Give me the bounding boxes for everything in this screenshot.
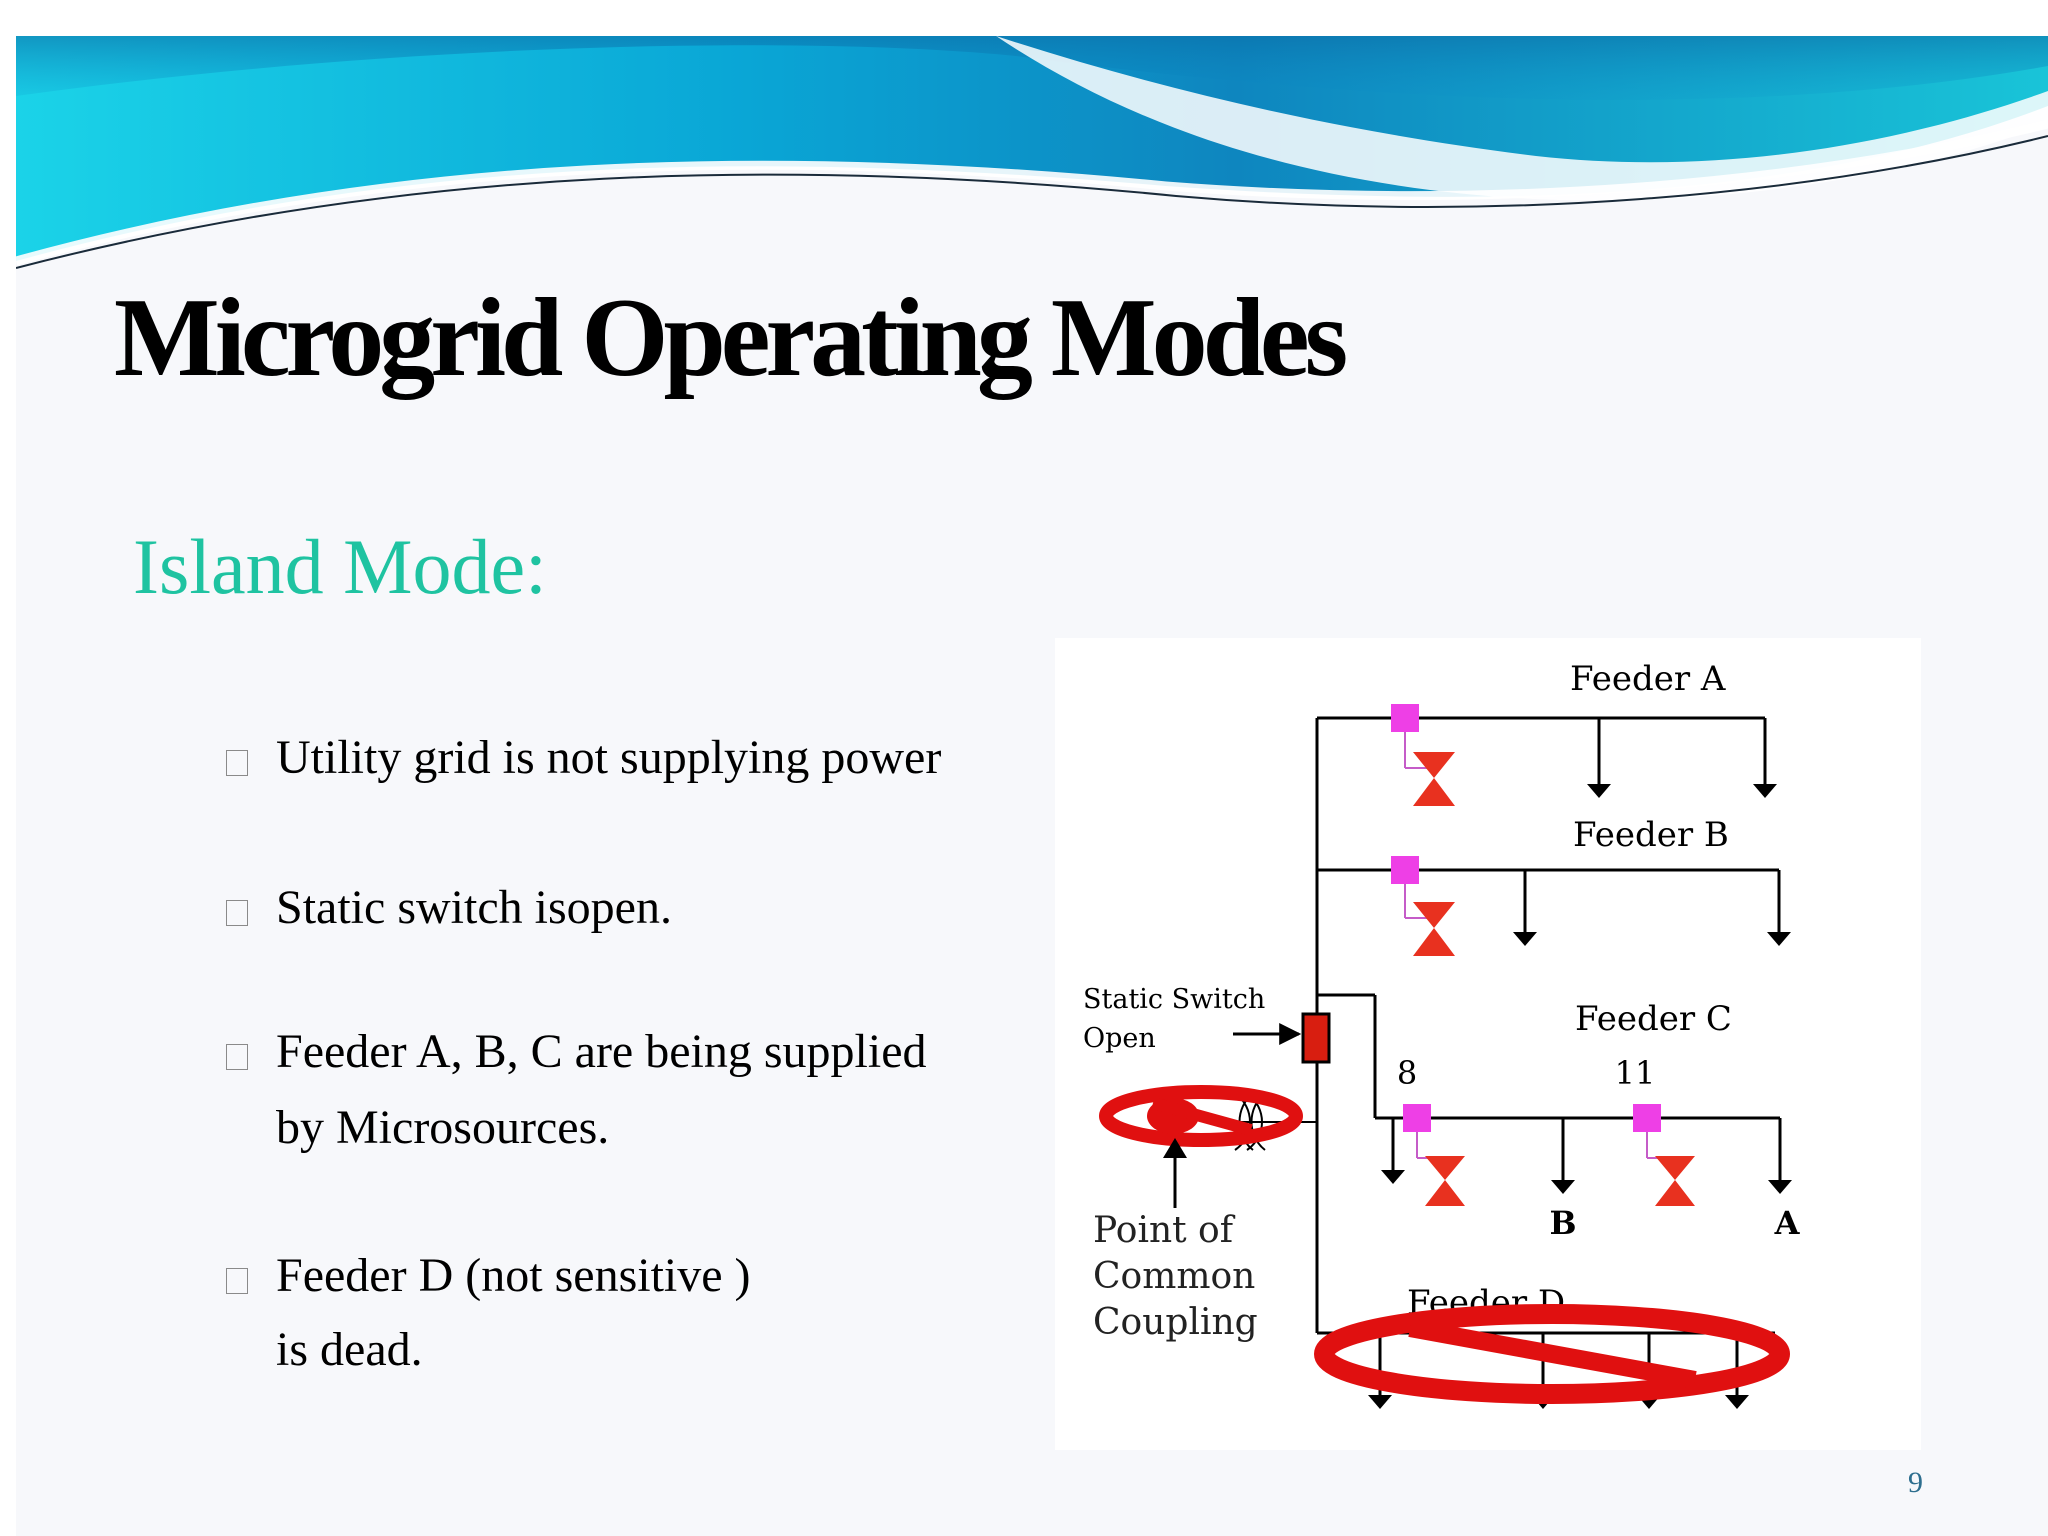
node-8-label: 8 [1397,1054,1417,1092]
static-switch-icon [1301,1012,1331,1064]
microgrid-diagram: Feeder A Feeder B Feeder C 8 11 B A [1083,659,1801,1409]
breaker-icon [1425,1156,1465,1206]
pcc-label: Point of [1093,1210,1236,1251]
bullet-text: Utility grid is not supplying power [276,731,942,784]
feeder-b [1317,856,1791,956]
load-a-label: A [1774,1204,1801,1242]
feeder-c [1373,995,1792,1206]
bullet-box-icon [226,1044,248,1070]
microsource-icon [1391,704,1419,732]
feeder-a [1317,704,1777,806]
node-11-label: 11 [1615,1054,1656,1092]
microsource-icon [1391,856,1419,884]
load-b-label: B [1549,1204,1576,1242]
breaker-icon [1413,752,1455,806]
prohibited-pcc-icon [1099,1085,1303,1147]
page-number: 9 [1908,1466,1923,1499]
breaker-icon [1413,902,1455,956]
pcc-label: Coupling [1093,1302,1258,1343]
pcc-label: Common [1093,1256,1255,1297]
bullet-text: by Microsources. [276,1101,610,1154]
prohibited-feeder-d-icon [1314,1304,1790,1404]
static-switch-label: Open [1083,1023,1156,1054]
feeder-b-label: Feeder B [1573,815,1729,855]
slide-subtitle: Island Mode: [133,523,547,610]
breaker-icon [1655,1156,1695,1206]
microsource-icon [1633,1104,1661,1132]
bullet-box-icon [226,750,248,776]
bullet-box-icon [226,900,248,926]
slide-title: Microgrid Operating Modes [114,276,1348,400]
feeder-c-label: Feeder C [1575,999,1732,1039]
header-wave-banner [16,36,2048,269]
microsource-icon [1403,1104,1431,1132]
bullet-text: Feeder D (not sensitive ) [276,1249,751,1302]
bullet-text: Feeder A, B, C are being supplied [276,1025,927,1078]
bullet-box-icon [226,1268,248,1294]
static-switch-label: Static Switch [1083,984,1265,1015]
feeder-a-label: Feeder A [1570,659,1726,699]
bullet-text: Static switch isopen. [276,881,672,934]
bullet-text: is dead. [276,1323,423,1376]
